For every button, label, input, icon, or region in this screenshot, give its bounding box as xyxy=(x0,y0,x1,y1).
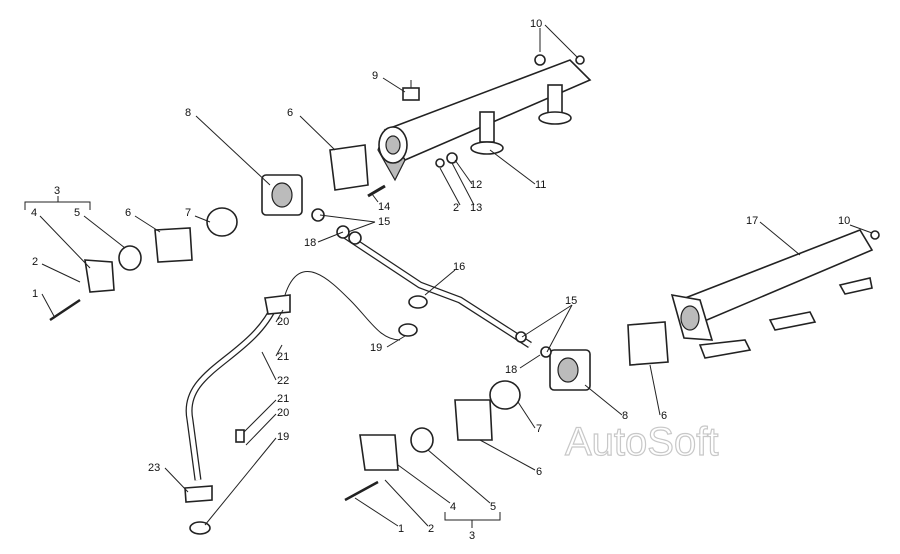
lower-manifold xyxy=(670,229,880,359)
callout: 1 xyxy=(32,288,38,300)
callout: 13 xyxy=(470,202,482,214)
gasket-6-top xyxy=(329,144,369,191)
callout: 7 xyxy=(185,207,191,219)
gasket-6-bottom xyxy=(454,399,493,441)
callout: 19 xyxy=(370,342,382,354)
bolt-21 xyxy=(235,429,245,443)
callout: 12 xyxy=(470,179,482,191)
callout: 10 xyxy=(838,215,850,227)
ring-5-bottom xyxy=(410,427,434,453)
hose-route-line xyxy=(284,271,401,341)
callout: 6 xyxy=(287,107,293,119)
callout: 6 xyxy=(536,466,542,478)
callout: 23 xyxy=(148,462,160,474)
connecting-tube xyxy=(311,208,552,358)
callout: 1 xyxy=(398,523,404,535)
callout: 19 xyxy=(277,431,289,443)
callout: 22 xyxy=(277,375,289,387)
callout: 6 xyxy=(661,410,667,422)
gasket-6-left xyxy=(154,227,193,263)
o-ring-19 xyxy=(398,323,418,337)
callout-labels: 10 9 8 6 3 4 5 6 7 2 1 14 15 18 16 12 11… xyxy=(31,18,850,542)
bolt-1-bottom xyxy=(344,480,379,502)
callout: 20 xyxy=(277,316,289,328)
cover-4-top xyxy=(84,259,115,293)
leader-lines xyxy=(24,24,873,528)
callout: 7 xyxy=(536,423,542,435)
watermark: AutoSoft xyxy=(565,420,718,464)
callout: 5 xyxy=(490,501,496,513)
callout: 14 xyxy=(378,201,390,213)
callout: 18 xyxy=(304,237,316,249)
ring-5-top xyxy=(118,245,142,271)
callout: 8 xyxy=(185,107,191,119)
callout: 17 xyxy=(746,215,758,227)
thermostat-bottom xyxy=(489,380,521,410)
washer xyxy=(435,158,445,168)
callout: 20 xyxy=(277,407,289,419)
callout: 8 xyxy=(622,410,628,422)
callout: 3 xyxy=(469,530,475,542)
callout: 4 xyxy=(450,501,456,513)
callout: 3 xyxy=(54,185,60,197)
cover-4-bottom xyxy=(359,434,399,471)
callout: 9 xyxy=(372,70,378,82)
callout: 16 xyxy=(453,261,465,273)
callout: 11 xyxy=(535,179,546,191)
callout: 2 xyxy=(32,256,38,268)
callout: 18 xyxy=(505,364,517,376)
callout: 4 xyxy=(31,207,37,219)
gasket-6-right xyxy=(627,321,669,366)
thermostat-top xyxy=(206,207,238,237)
callout: 2 xyxy=(428,523,434,535)
callout: 21 xyxy=(277,351,289,363)
callout: 6 xyxy=(125,207,131,219)
callout: 10 xyxy=(530,18,542,30)
stud-14 xyxy=(367,184,386,198)
callout: 5 xyxy=(74,207,80,219)
sensor-9 xyxy=(402,80,420,101)
callout: 15 xyxy=(565,295,577,307)
bypass-pipe xyxy=(184,294,291,535)
callout: 2 xyxy=(453,202,459,214)
callout: 21 xyxy=(277,393,289,405)
bolt-1-top xyxy=(49,298,81,322)
upper-manifold xyxy=(377,54,592,182)
callout: 15 xyxy=(378,216,390,228)
